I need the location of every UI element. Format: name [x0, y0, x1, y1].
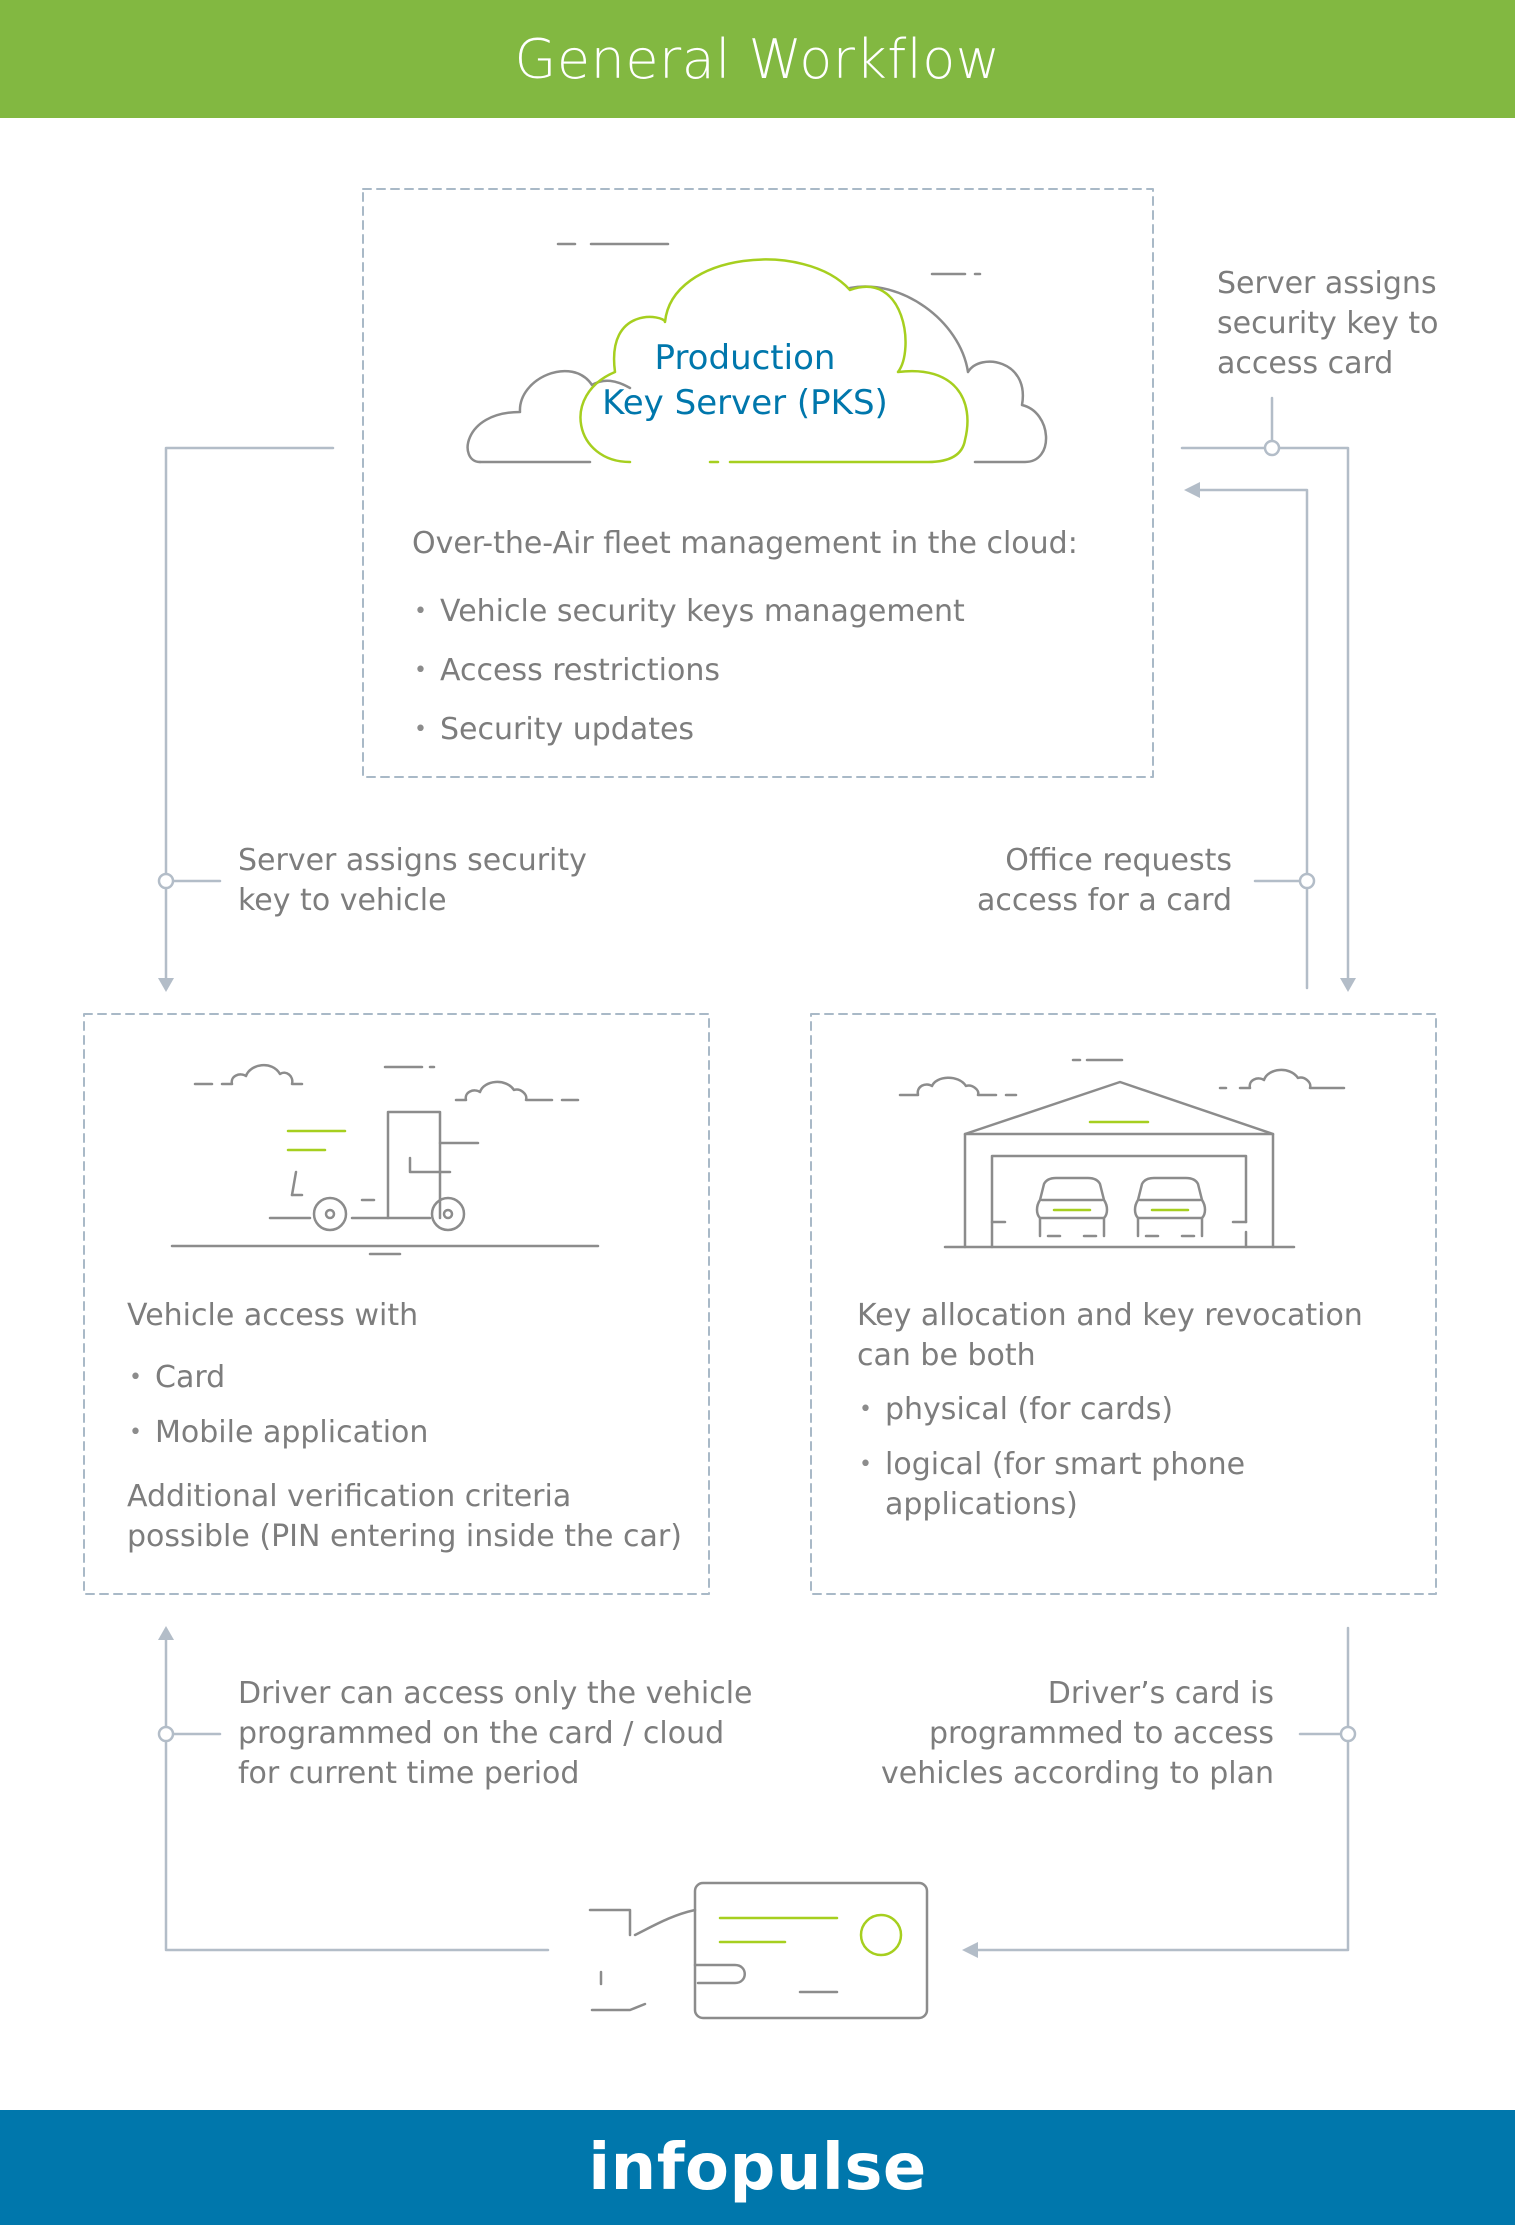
list-item: Security updates: [412, 700, 1112, 759]
label-driver-access: Driver can access only the vehicle progr…: [238, 1676, 753, 1791]
arrow-down-right: [1340, 978, 1356, 992]
truck-icon: [170, 1064, 600, 1256]
server-box-intro: Over-the-Air fleet management in the clo…: [412, 526, 1078, 561]
footer-bar: infopulse: [0, 2110, 1515, 2225]
vehicle-box-frame: [83, 1013, 710, 1595]
label-card-programmed: Driver’s card is programmed to access ve…: [881, 1676, 1274, 1791]
label-server-to-card: Server assigns security key to access ca…: [1217, 266, 1439, 381]
server-box-frame: [362, 188, 1154, 778]
list-item: Vehicle security keys management: [412, 582, 1112, 641]
pks-title-line1: Production: [654, 338, 836, 378]
pks-title-line2: Key Server (PKS): [602, 383, 888, 423]
page-title: General Workflow: [514, 27, 1001, 91]
vehicle-box-list: Card Mobile application: [127, 1350, 687, 1460]
cloud-icon: [466, 242, 1048, 464]
label-server-to-vehicle: Server assigns security key to vehicle: [238, 843, 587, 918]
arrow-left-server: [1184, 482, 1200, 498]
connector-office-server: [1196, 488, 1309, 990]
arrow-left-card: [962, 1942, 978, 1958]
office-box-intro: Key allocation and key revocation can be…: [857, 1298, 1363, 1373]
brand-logo[interactable]: infopulse: [588, 2130, 927, 2205]
pks-title: Production Key Server (PKS): [585, 336, 905, 426]
header-bar: General Workflow: [0, 0, 1515, 118]
vehicle-box-intro: Vehicle access with: [127, 1298, 419, 1333]
office-box-frame: [810, 1013, 1437, 1595]
garage-icon: [898, 1058, 1346, 1249]
connector-server-office: [1180, 446, 1350, 982]
list-item: logical (for smart phone applications): [857, 1445, 1397, 1525]
vehicle-box-note: Additional verification criteria possibl…: [127, 1479, 682, 1554]
office-box-list: physical (for cards) logical (for smart …: [857, 1390, 1397, 1525]
list-item: Access restrictions: [412, 641, 1112, 700]
label-office-request: Office requests access for a card: [976, 843, 1232, 918]
list-item: Mobile application: [127, 1405, 687, 1460]
server-box-list: Vehicle security keys management Access …: [412, 582, 1112, 759]
list-item: Card: [127, 1350, 687, 1405]
arrow-up-left: [158, 1626, 174, 1640]
list-item: physical (for cards): [857, 1390, 1397, 1430]
arrow-down-left: [158, 978, 174, 992]
hand-card-icon: [588, 1881, 929, 2020]
connector-server-vehicle: [164, 446, 335, 982]
